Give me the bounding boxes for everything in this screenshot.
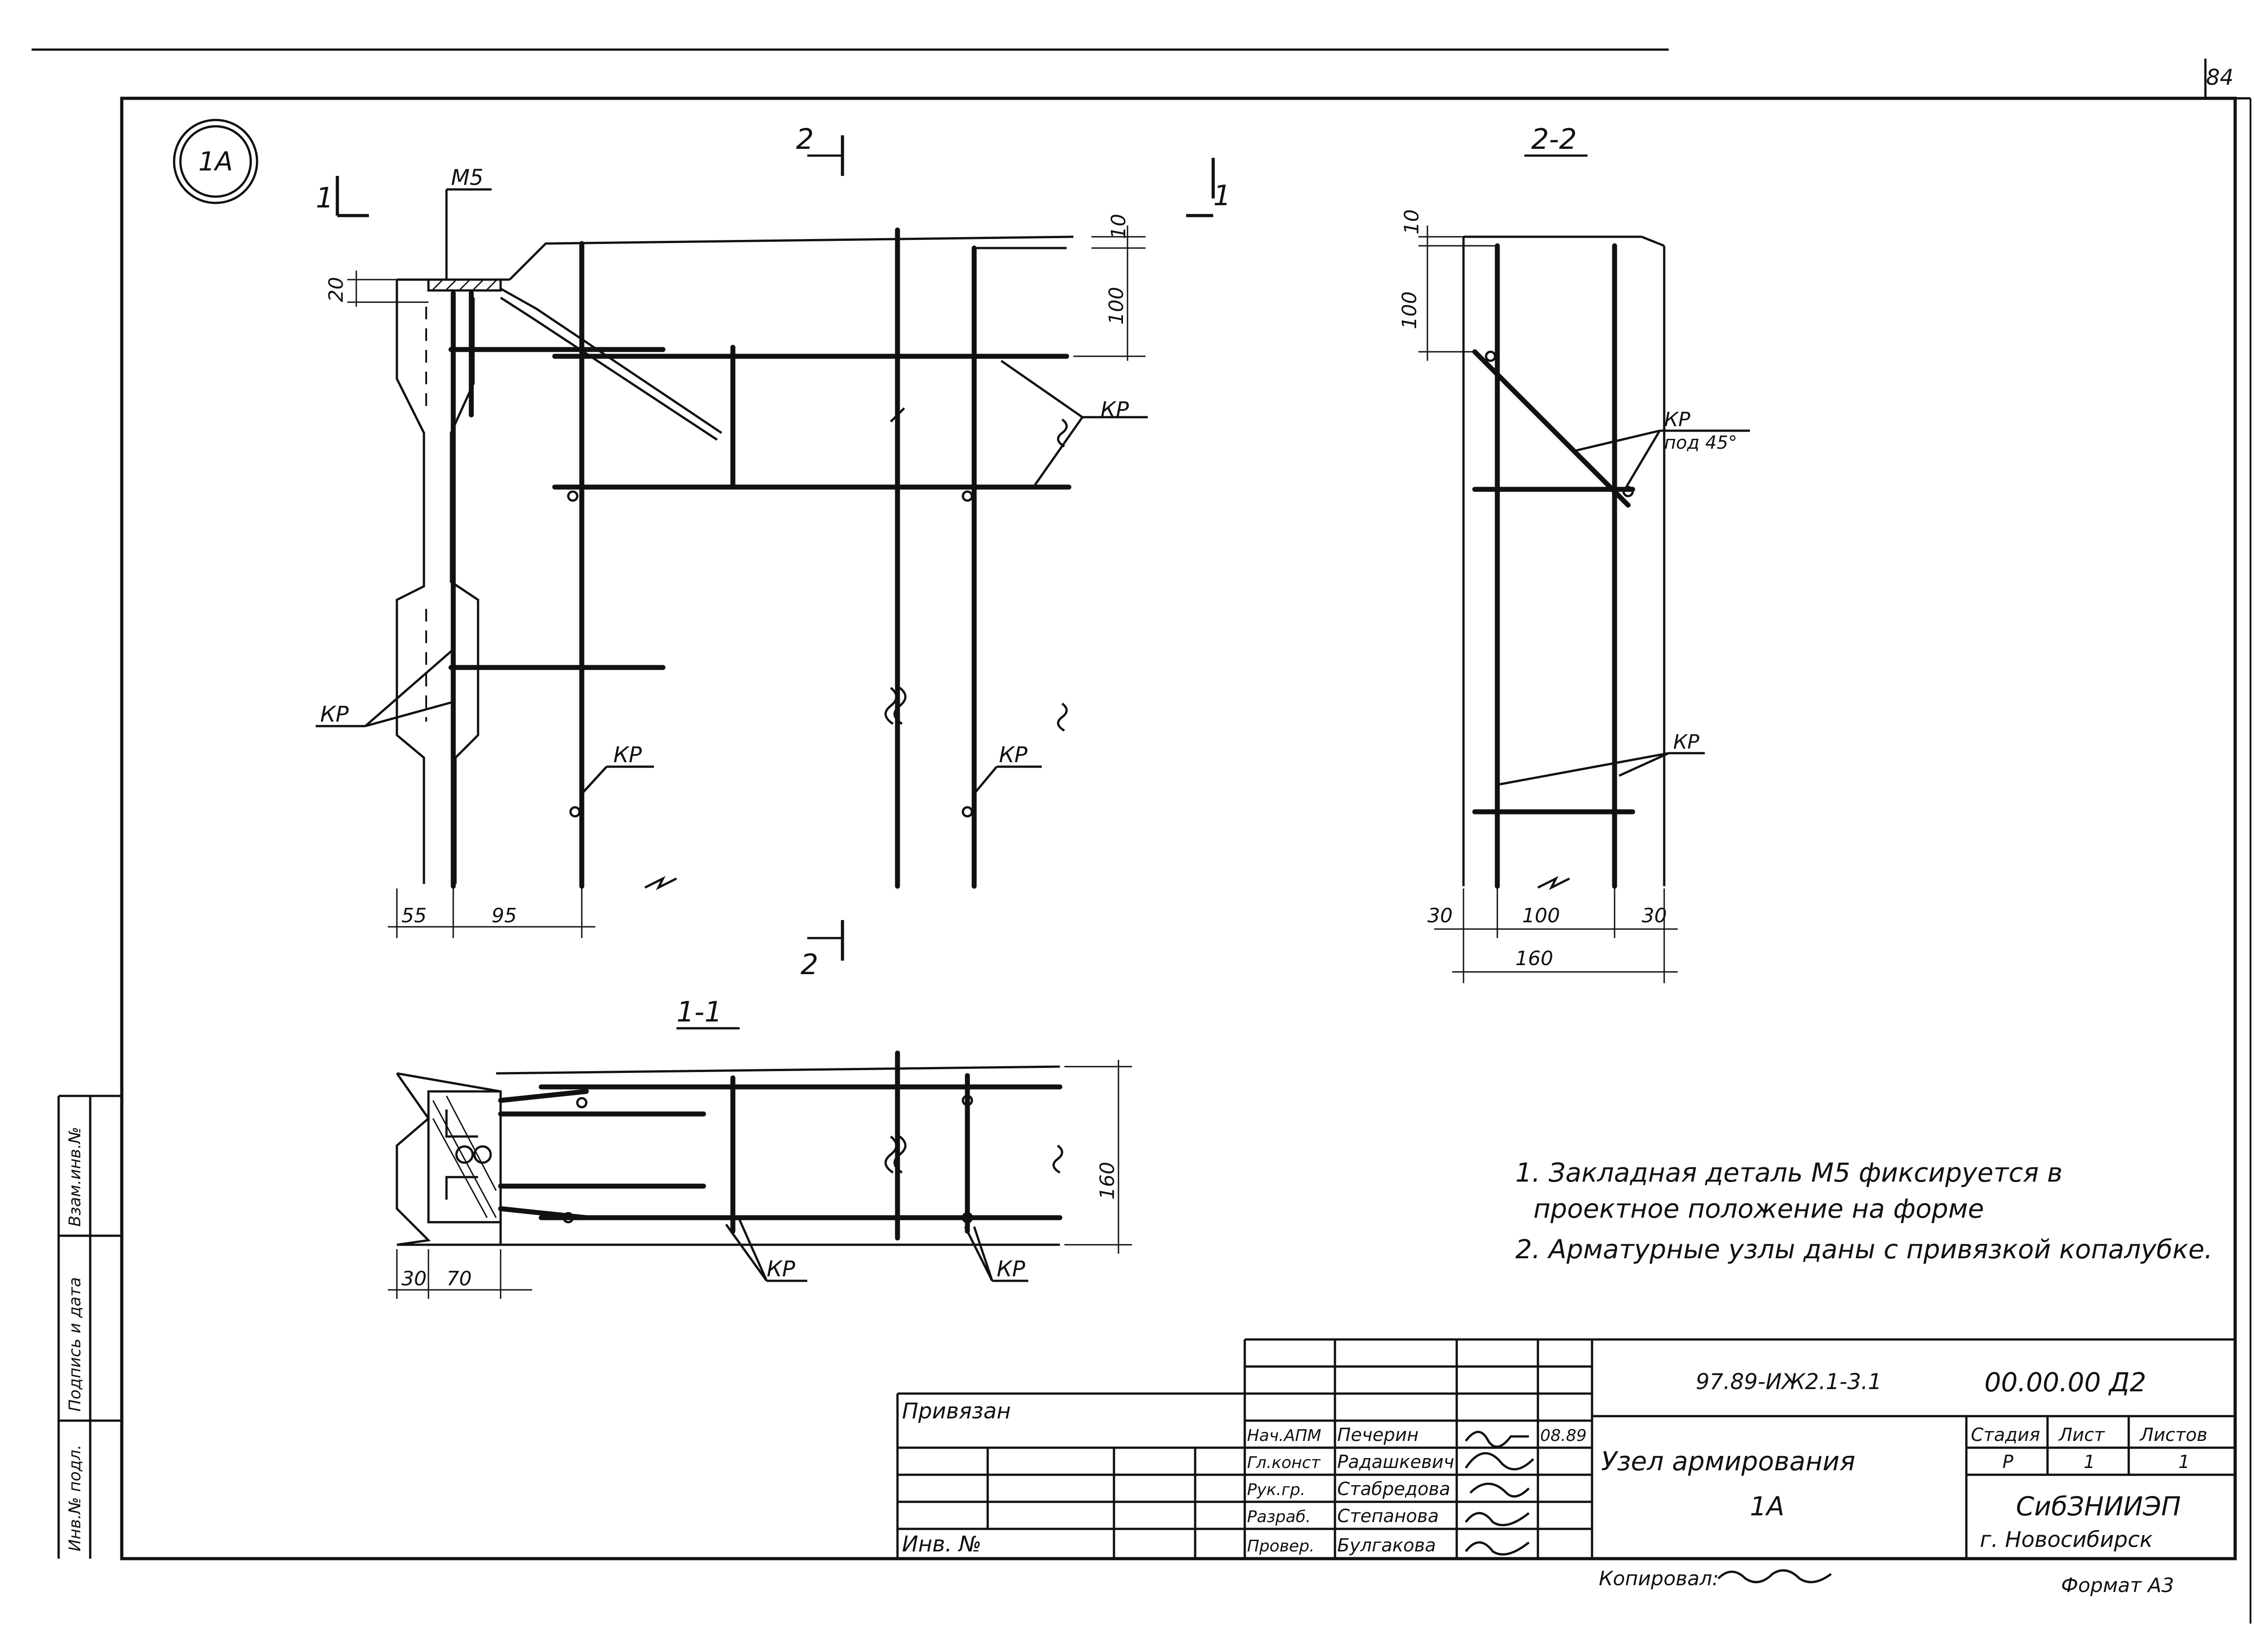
privyazan-label: Привязан (902, 1399, 1011, 1424)
name-2: Стабредова (1337, 1479, 1450, 1500)
main-elevation (316, 135, 1215, 961)
sheet-value: 1 (2084, 1452, 2095, 1473)
kr-label-s11-right: КР (997, 1256, 1025, 1282)
note-line-2: проектное положение на форме (1533, 1193, 1984, 1224)
dim-main-100: 100 (1105, 287, 1128, 325)
name-0: Печерин (1337, 1425, 1418, 1445)
kr-label-main-mid: КР (613, 742, 642, 768)
side-strip-inv-label: Инв.№ подл. (66, 1445, 84, 1551)
role-2: Рук.гр. (1247, 1481, 1305, 1499)
section-1-1-title: 1-1 (676, 995, 722, 1028)
page-number: 84 (2206, 65, 2233, 90)
date: 08.89 (1540, 1427, 1587, 1445)
kr-45-label: под 45° (1664, 433, 1737, 453)
section-2-2 (1418, 154, 1750, 983)
title-block (896, 1338, 2235, 1559)
stage-value: Р (2002, 1452, 2014, 1473)
copied-label: Копировал: (1599, 1567, 1719, 1590)
title: Узел армирования (1601, 1446, 1855, 1477)
role-0: Нач.АПМ (1247, 1427, 1321, 1445)
dim-s22-100: 100 (1398, 291, 1421, 329)
org-name: СибЗНИИЭП (2016, 1491, 2181, 1522)
sheets-value: 1 (2178, 1452, 2190, 1473)
section-2-mark-bottom: 2 (801, 948, 818, 981)
sheets-header: Листов (2139, 1425, 2207, 1445)
kr-label-s22-bottom: КР (1673, 731, 1699, 754)
dim-main-20: 20 (325, 277, 348, 302)
kr-label-s11-left: КР (767, 1256, 795, 1282)
dim-s22-160: 160 (1515, 947, 1553, 970)
side-strip-sign-label: Подпись и дата (66, 1277, 84, 1412)
side-strip-replace-label: Взам.инв.№ (66, 1127, 84, 1227)
copied-signature (1717, 1569, 1832, 1583)
kr-label-main-right-low: КР (999, 742, 1027, 768)
node-badge (173, 119, 258, 204)
sheet-frame (32, 48, 2251, 1624)
role-4: Провер. (1247, 1537, 1315, 1555)
kr-label-s22-top: КР (1664, 408, 1690, 431)
city: г. Новосибирск (1980, 1527, 2153, 1552)
dim-s22-100-bottom: 100 (1522, 904, 1560, 927)
subtitle: 1А (1750, 1491, 1785, 1522)
dim-s11-70: 70 (446, 1267, 472, 1290)
role-1: Гл.конст (1247, 1454, 1321, 1472)
dim-s22-30-right: 30 (1642, 904, 1667, 927)
dim-main-top-10: 10 (1107, 214, 1130, 239)
designation: 97.89-ИЖ2.1-3.1 (1696, 1369, 1882, 1394)
side-strip (57, 1095, 122, 1559)
dim-s11-160: 160 (1096, 1162, 1119, 1200)
dim-main-95: 95 (492, 904, 517, 927)
node-badge-label: 1А (198, 146, 233, 177)
kr-label-main-left: КР (320, 702, 349, 727)
section-1-mark-left: 1 (316, 181, 333, 214)
note-line-1: 1. Закладная деталь М5 фиксируется в (1515, 1157, 2062, 1188)
dim-s22-30-left: 30 (1427, 904, 1453, 927)
note-line-3: 2. Арматурные узлы даны с привязкой копа… (1515, 1234, 2213, 1265)
format-label: Формат А3 (2061, 1574, 2174, 1597)
dim-s11-30: 30 (401, 1267, 427, 1290)
code: 00.00.00 Д2 (1984, 1367, 2146, 1398)
inv-no-label: Инв. № (902, 1532, 981, 1557)
m5-label: М5 (451, 165, 483, 190)
stage-header: Стадия (1971, 1425, 2040, 1445)
dim-s22-10: 10 (1400, 209, 1423, 235)
section-2-mark-top: 2 (796, 123, 814, 156)
role-3: Разраб. (1247, 1508, 1311, 1526)
sheet-header: Лист (2058, 1425, 2105, 1445)
section-1-1 (388, 1027, 1132, 1299)
kr-label-main-right: КР (1100, 397, 1129, 423)
section-1-mark-right: 1 (1213, 179, 1231, 212)
section-2-2-title: 2-2 (1531, 123, 1577, 156)
dim-main-55: 55 (401, 904, 427, 927)
name-1: Радашкевич (1337, 1452, 1454, 1473)
name-3: Степанова (1337, 1506, 1439, 1527)
name-4: Булгакова (1337, 1535, 1436, 1556)
